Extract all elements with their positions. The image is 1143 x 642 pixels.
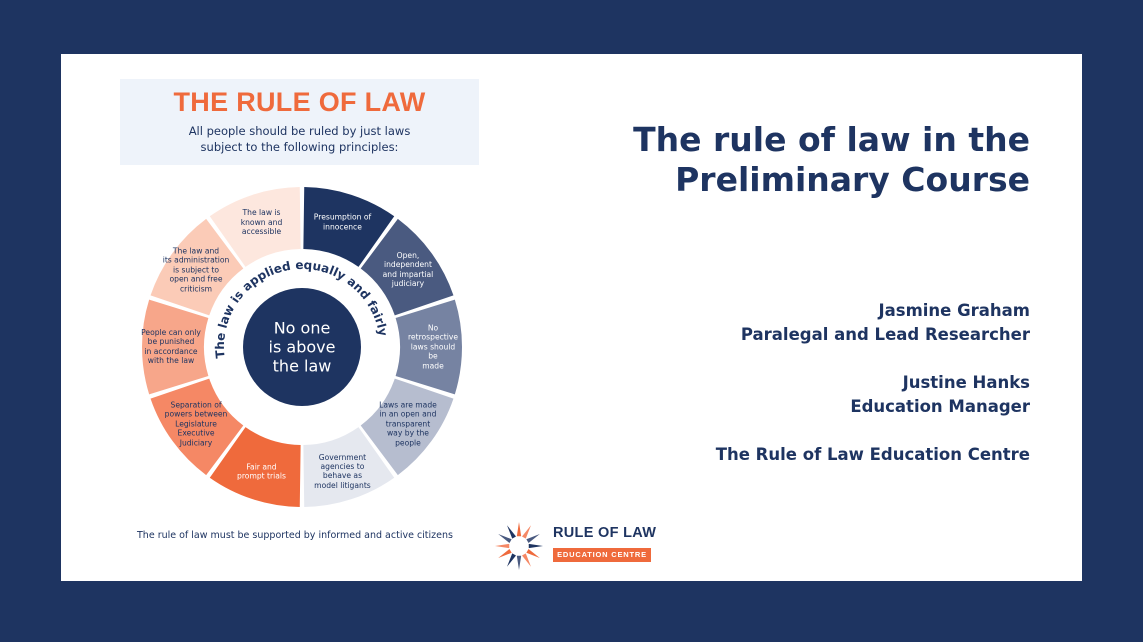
presenter2-name: Justine Hanks	[902, 373, 1030, 392]
principle-label-line: Executive	[177, 428, 215, 438]
principle-label-line: transparent	[385, 419, 431, 429]
logo-ray	[507, 525, 517, 539]
principle-label-line: with the law	[147, 356, 195, 366]
principle-label-line: People can only	[141, 328, 201, 338]
principle-label-line: Laws are made	[379, 400, 437, 410]
slide-title-line2: Preliminary Course	[675, 160, 1030, 199]
logo-ray	[526, 548, 540, 558]
starburst-logo-icon	[495, 522, 543, 570]
principle-label-line: model litigants	[314, 480, 371, 490]
principles-wheel-graphic: The law is applied equally and fairly	[142, 187, 462, 507]
principle-label-line: accessible	[241, 227, 282, 237]
principles-wheel: The law is applied equally and fairly Pr…	[137, 177, 477, 507]
logo-ray	[516, 555, 522, 570]
principle-label-line: Separation of	[170, 400, 222, 410]
logo-ray	[521, 525, 531, 539]
principle-label-line: open and free	[169, 274, 223, 284]
infographic-subtitle-line2: subject to the following principles:	[200, 140, 399, 154]
slide: THE RULE OF LAW All people should be rul…	[61, 54, 1082, 581]
infographic-subtitle: All people should be ruled by just laws …	[160, 123, 439, 155]
infographic-title: THE RULE OF LAW	[173, 87, 426, 117]
logo-title: RULE OF LAW	[553, 525, 657, 541]
presenter1-name: Jasmine Graham	[878, 301, 1030, 320]
rule-of-law-logo: RULE OF LAW EDUCATION CENTRE	[493, 522, 663, 572]
principle-label-line: laws should be	[410, 342, 456, 361]
principle-label-line: people	[395, 438, 421, 448]
presenter1-role: Paralegal and Lead Researcher	[740, 325, 1030, 344]
principle-label-line: The law is	[242, 208, 281, 218]
principle-label-line: known and	[240, 217, 283, 227]
slide-title: The rule of law in the Preliminary Cours…	[600, 120, 1030, 200]
logo-ray	[495, 543, 510, 549]
principle-segment	[150, 378, 244, 476]
infographic-subtitle-line1: All people should be ruled by just laws	[188, 124, 411, 138]
principle-label-line: Open,	[396, 251, 420, 261]
principle-label-line: prompt trials	[237, 471, 286, 481]
logo-ray	[516, 522, 522, 537]
logo-ray	[498, 534, 512, 544]
principle-segment	[209, 187, 301, 267]
principle-label-line: criticism	[179, 284, 213, 294]
principle-segment	[360, 378, 454, 476]
principle-label-line: is subject to	[172, 265, 220, 275]
logo-center	[510, 537, 528, 555]
principle-label-line: Judiciary	[179, 438, 213, 448]
principle-segment	[209, 427, 301, 507]
infographic-header: THE RULE OF LAW All people should be rul…	[120, 79, 479, 165]
principle-label-line: innocence	[323, 222, 362, 232]
principle-label-line: The law and	[172, 246, 220, 256]
principle-segment	[142, 299, 209, 395]
slide-title-line1: The rule of law in the	[633, 120, 1030, 159]
organisation-name: The Rule of Law Education Centre	[715, 445, 1030, 464]
principle-segment	[303, 427, 395, 507]
principle-segment	[395, 299, 462, 395]
logo-subtitle: EDUCATION CENTRE	[553, 548, 651, 562]
logo-ray	[507, 553, 517, 567]
principle-label-line: agencies to	[320, 462, 365, 472]
principle-segment	[360, 218, 454, 316]
principle-label-line: its administration	[162, 255, 230, 265]
principle-label-line: made	[422, 361, 444, 371]
principle-label-line: powers between	[164, 409, 228, 419]
center-text-line: the law	[272, 356, 332, 376]
principle-label-line: be punished	[147, 337, 195, 347]
logo-ray	[528, 543, 543, 549]
principle-label-line: judiciary	[391, 279, 425, 289]
presenter2-role: Education Manager	[850, 397, 1030, 416]
principle-label-line: Presumption of	[313, 213, 372, 222]
logo-ray	[498, 548, 512, 558]
principle-label-line: behave as	[322, 471, 363, 481]
principle-segment	[303, 187, 395, 267]
logo-ray	[521, 553, 531, 567]
principle-label-line: in accordance	[144, 347, 198, 356]
principle-label-line: No retrospective	[407, 323, 459, 342]
center-text-line: No one	[273, 318, 331, 338]
footer-note: The rule of law must be supported by inf…	[137, 530, 453, 541]
principle-label-line: independent	[383, 260, 432, 270]
principle-label-line: Legislature	[175, 419, 217, 429]
principle-label-line: and impartial	[382, 270, 434, 279]
center-text-line: is above	[268, 337, 336, 357]
center-circle	[243, 288, 361, 406]
logo-ray	[526, 534, 540, 544]
principle-segment	[150, 218, 244, 316]
principle-label-line: way by the	[386, 428, 429, 438]
principle-label-line: Government	[318, 452, 367, 462]
principle-label-line: Fair and	[246, 462, 277, 472]
principle-label-line: in an open and	[379, 409, 437, 419]
